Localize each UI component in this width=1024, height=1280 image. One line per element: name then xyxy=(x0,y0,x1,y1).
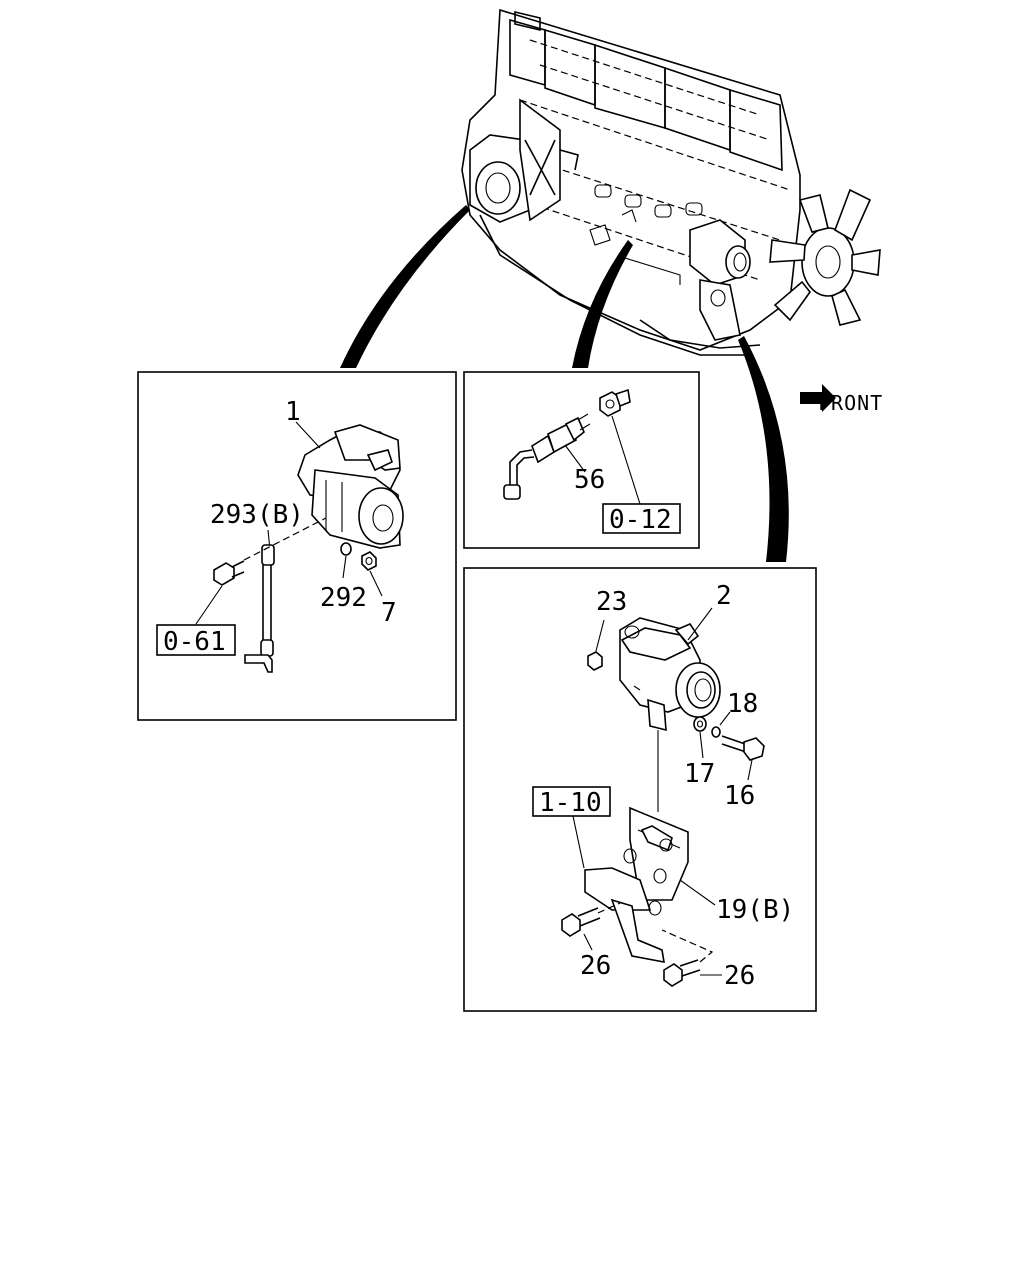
sensor-panel: 56 0-12 xyxy=(463,371,700,549)
bolt-26-left-part xyxy=(561,907,601,937)
part-18-label: 18 xyxy=(727,689,758,719)
ref-0-61-box xyxy=(156,624,236,656)
callout-to-starter-panel xyxy=(340,205,470,368)
callout-to-alternator-panel xyxy=(738,336,789,562)
bolt-0-61-part xyxy=(213,560,245,586)
cooling-fan xyxy=(769,188,881,326)
fitting-0-12-part xyxy=(599,388,631,417)
nut-23-part xyxy=(587,651,603,671)
part-17-label: 17 xyxy=(684,759,715,789)
bolt-16-part xyxy=(721,735,765,761)
engine-assembly xyxy=(461,8,881,356)
ref-0-12-label: 0-12 xyxy=(609,505,672,535)
engine-starter-motor xyxy=(469,98,579,223)
part-26-left-label: 26 xyxy=(580,951,611,981)
front-label: FRONT xyxy=(818,391,883,415)
part-56-label: 56 xyxy=(574,465,605,495)
alternator-panel: 2 23 18 17 16 xyxy=(463,567,817,1012)
starter-panel: 1 293(B) 0-61 292 7 xyxy=(137,371,457,721)
callout-to-sensor-panel xyxy=(572,240,633,368)
bolt-26-right-part xyxy=(663,959,701,987)
alternator-2-part xyxy=(619,617,721,732)
part-23-label: 23 xyxy=(596,587,627,617)
ref-1-10-box xyxy=(532,786,611,817)
front-arrow-icon xyxy=(800,384,836,412)
part-16-label: 16 xyxy=(724,781,755,811)
ref-0-12-box xyxy=(602,503,681,534)
part-1-label: 1 xyxy=(285,397,301,427)
part-26-right-label: 26 xyxy=(724,961,755,991)
part-292-label: 292 xyxy=(320,583,367,613)
engine-alternator xyxy=(689,219,751,341)
part-7-label: 7 xyxy=(381,598,397,628)
bracket-19b-part xyxy=(584,806,689,963)
ref-0-61-label: 0-61 xyxy=(163,627,226,657)
starter-panel-frame xyxy=(137,371,457,721)
washer-292-part xyxy=(340,542,352,556)
nut-7-part xyxy=(361,551,377,571)
ref-1-10-label: 1-10 xyxy=(539,788,602,818)
part-19b-label: 19(B) xyxy=(716,895,794,925)
starter-motor-part xyxy=(297,424,404,549)
ground-cable-part xyxy=(244,544,275,673)
part-293b-label: 293(B) xyxy=(210,500,304,530)
washer-17-part xyxy=(693,716,707,732)
washer-18-part xyxy=(711,726,721,738)
front-indicator: FRONT xyxy=(800,384,883,415)
sensor-56-part xyxy=(503,413,591,500)
part-2-label: 2 xyxy=(716,581,732,611)
